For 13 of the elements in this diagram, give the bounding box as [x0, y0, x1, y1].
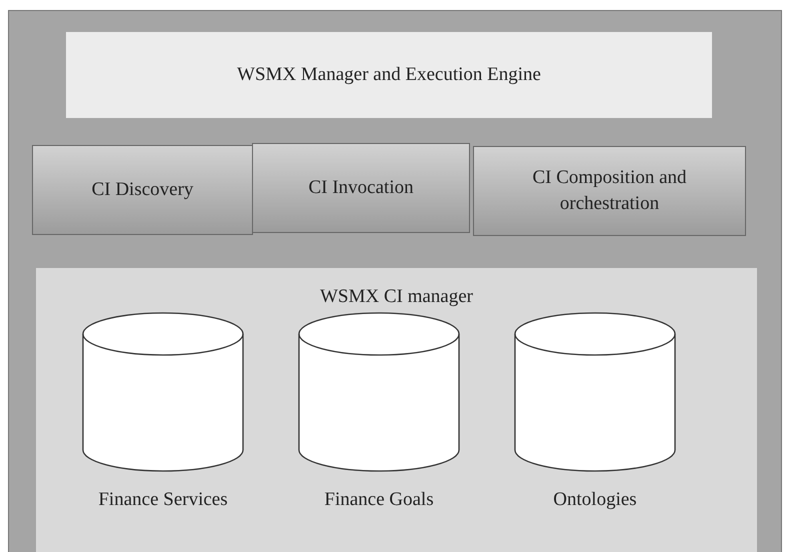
node-label: CI Invocation [308, 176, 414, 200]
engine-box [66, 32, 712, 118]
node-label: Finance Goals [324, 489, 434, 510]
node-label: Finance Services [98, 489, 228, 510]
node-label: WSMX CI manager [320, 286, 474, 307]
component-box [252, 143, 470, 233]
node-label: Ontologies [553, 489, 637, 510]
node-label: CI Composition and orchestration [531, 166, 688, 216]
node-label: CI Discovery [92, 178, 194, 202]
node-label: WSMX Manager and Execution Engine [237, 62, 541, 87]
component-box [473, 146, 746, 236]
manager-panel [36, 268, 757, 552]
component-box [32, 145, 253, 235]
